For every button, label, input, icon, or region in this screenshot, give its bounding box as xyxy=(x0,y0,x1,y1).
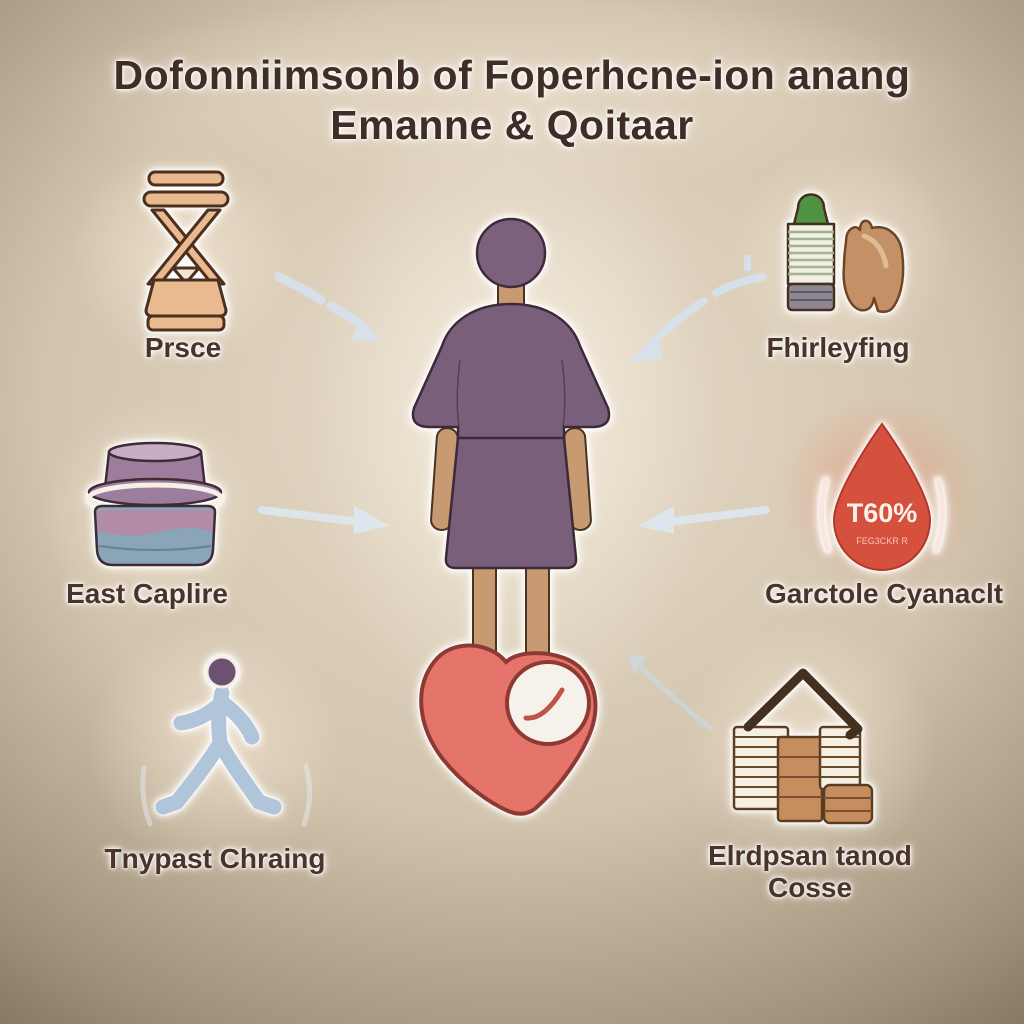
figure-skirt xyxy=(444,436,578,570)
house-coins-icon xyxy=(732,668,874,825)
arrow-mid-right-icon xyxy=(638,506,770,534)
label-jar: East Caplire xyxy=(66,578,228,609)
label-bottle: Fhirleyfing xyxy=(766,332,910,363)
label-walking: Tnypast Chraing xyxy=(104,843,326,874)
figure-head xyxy=(475,217,547,289)
walking-person-icon xyxy=(155,655,282,815)
figure-cape xyxy=(411,302,611,444)
hourglass-icon xyxy=(142,170,230,332)
page-title-line-1: Dofonniimsonb of Foperhcne-ion anang xyxy=(113,52,911,98)
arrow-top-right-icon xyxy=(628,255,767,363)
label-house-line-2: Cosse xyxy=(767,872,853,903)
droplet-icon: T60% FEG3CKR R xyxy=(818,422,946,571)
droplet-badge: T60% xyxy=(847,498,918,528)
bottle-and-bag-icon xyxy=(786,193,905,314)
label-droplet: Garctole Cyanaclt xyxy=(764,578,1004,609)
decorative-arc-left-icon xyxy=(140,763,312,827)
arrow-top-left-icon xyxy=(275,271,383,342)
arrow-mid-left-icon xyxy=(258,506,390,534)
label-time: Prsce xyxy=(144,332,222,363)
label-house-line-1: Elrdpsan tanod xyxy=(708,840,912,871)
heart-clock-icon xyxy=(419,643,598,816)
droplet-badge-sub: FEG3CKR R xyxy=(856,536,908,546)
jar-icon xyxy=(86,441,224,567)
page-title-line-2: Emanne & Qoitaar xyxy=(330,102,694,148)
person-figure xyxy=(411,217,611,816)
arrow-bottom-right-icon xyxy=(628,654,713,731)
